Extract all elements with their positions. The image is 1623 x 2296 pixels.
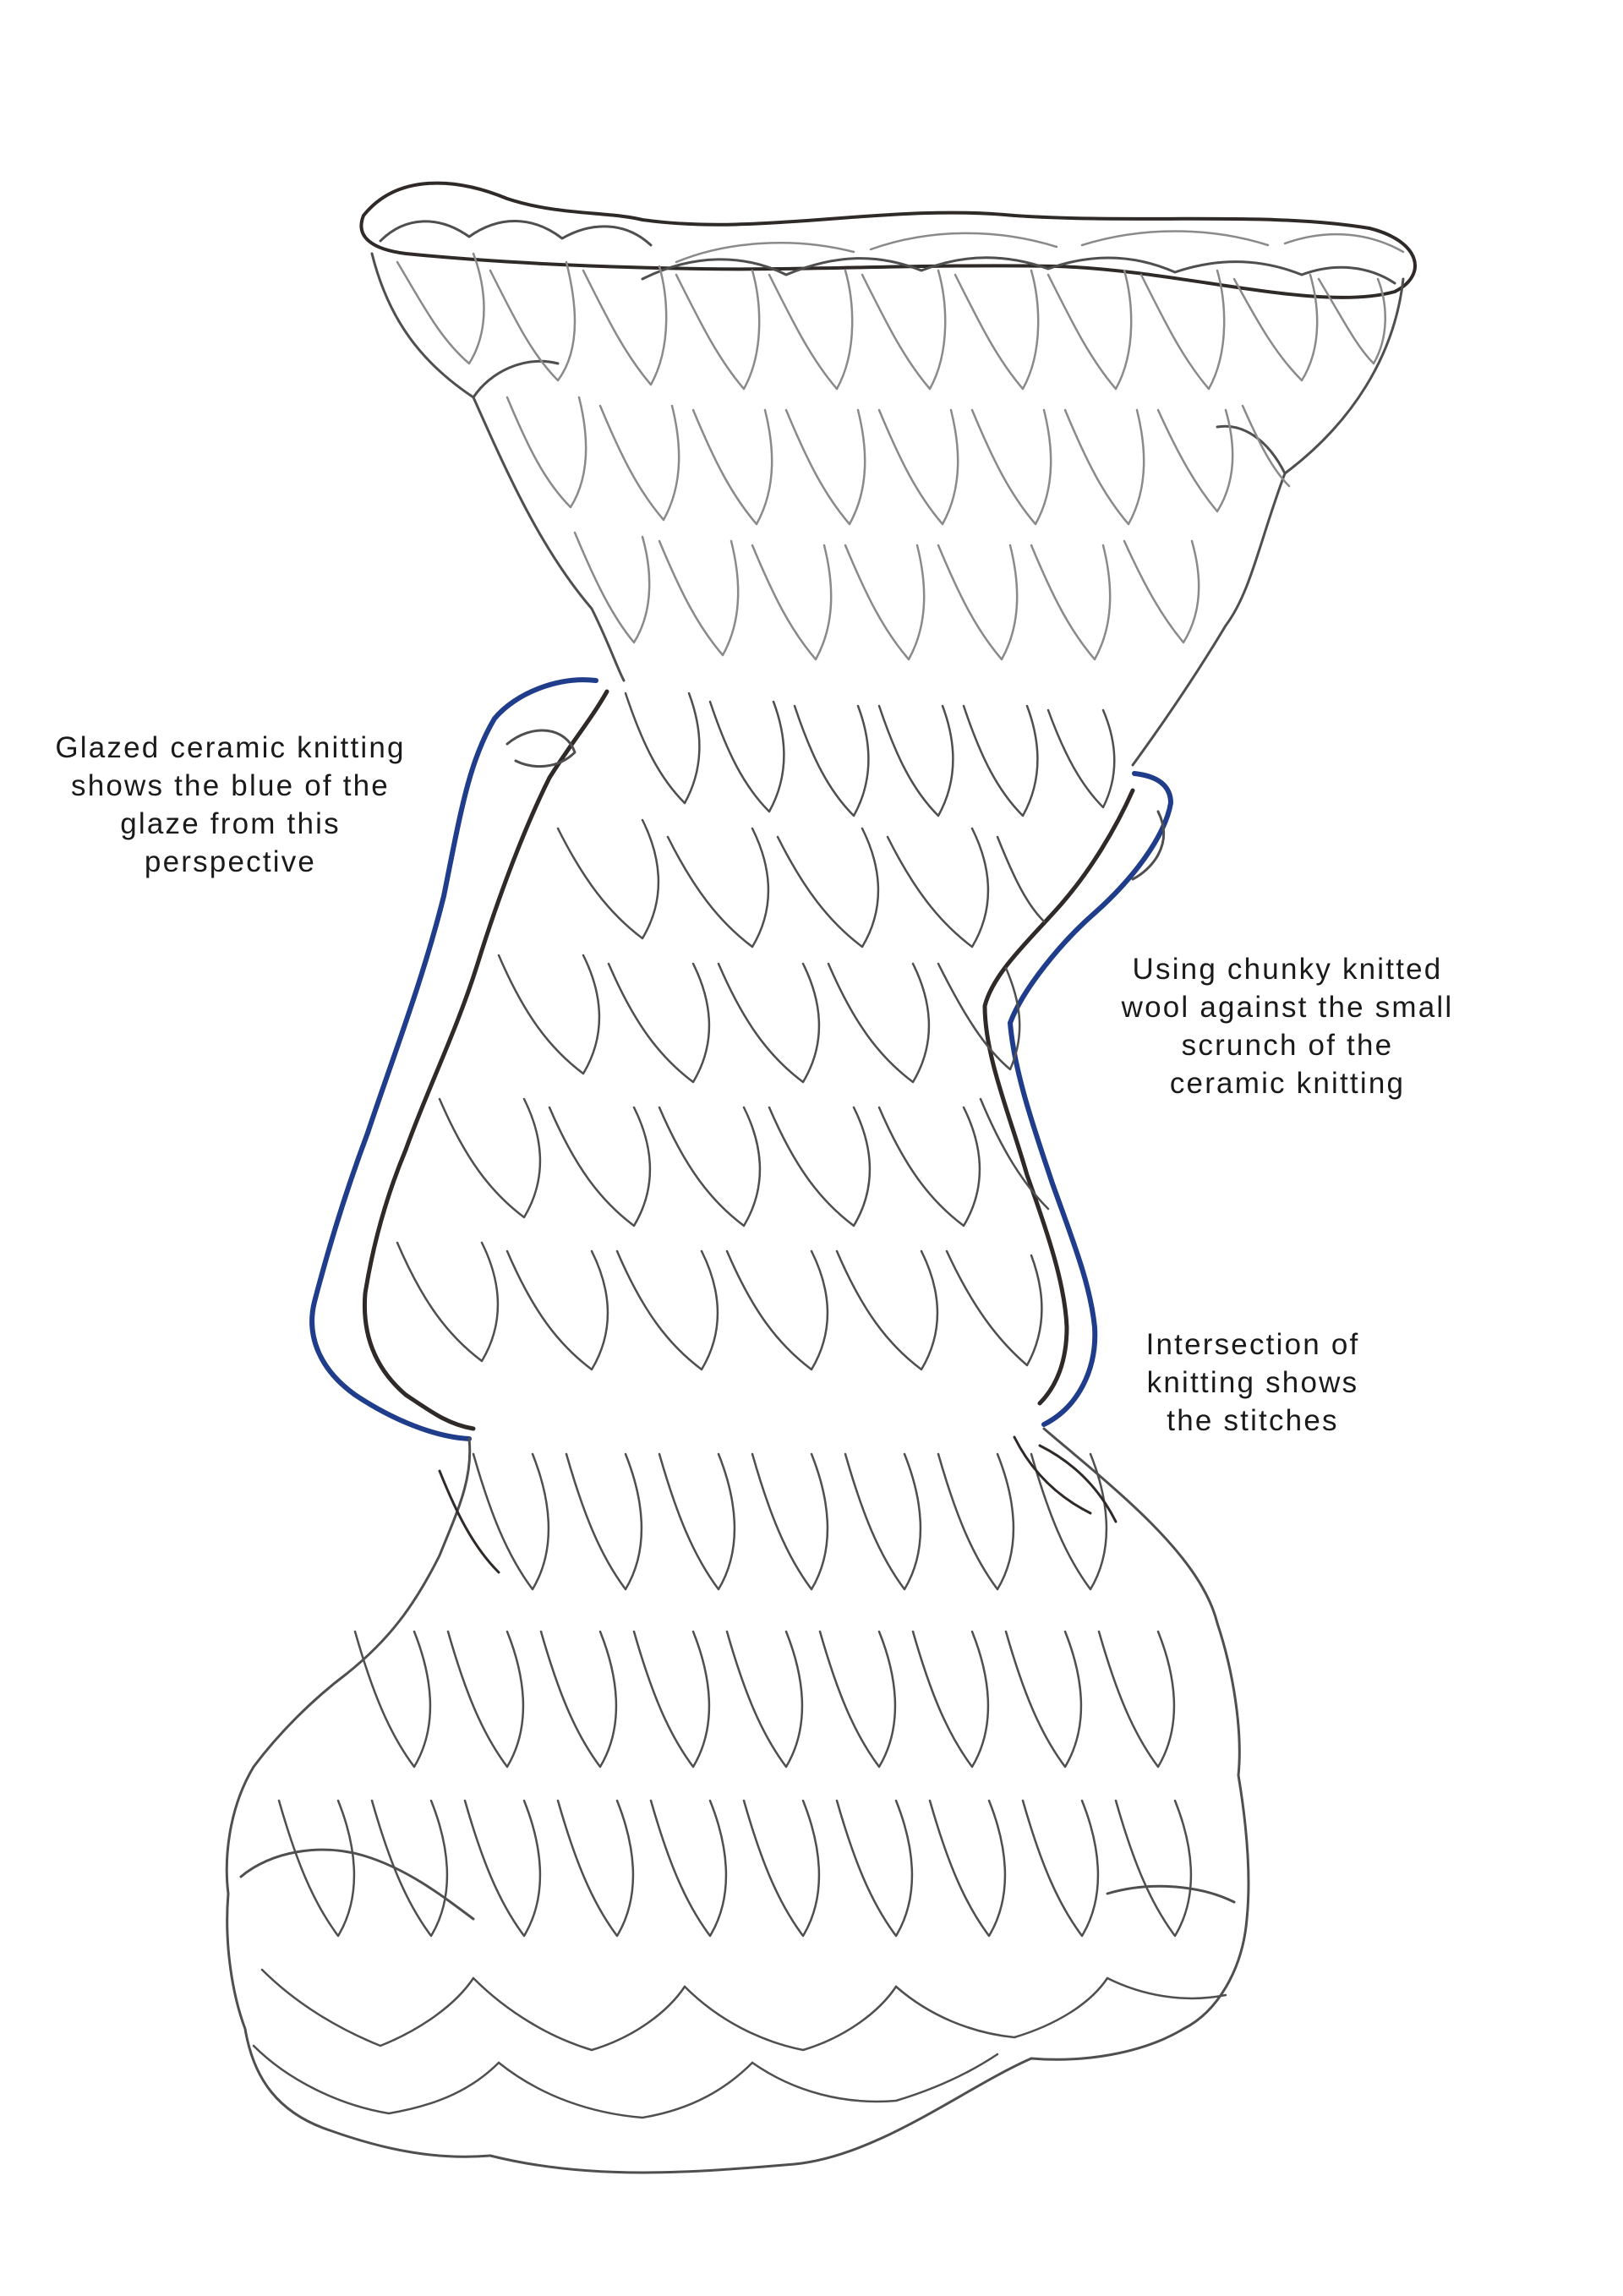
knit-stitches-lower: [252, 1452, 1227, 2119]
vessel-lower-body: [225, 1427, 1250, 2174]
knit-stitches-upper: [396, 252, 1386, 661]
annotation-chunky-wool: Using chunky knitted wool against the sm…: [1121, 953, 1454, 1100]
intersection-stitches: [438, 1435, 1118, 1574]
glaze-outline-left: [309, 677, 609, 1441]
vessel-rim: [359, 181, 1417, 299]
glaze-outline-right: [982, 771, 1174, 1427]
annotation-glaze: Glazed ceramic knitting shows the blue o…: [55, 731, 406, 878]
knit-stitches-middle: [396, 692, 1116, 1371]
annotation-intersection: Intersection of knitting shows the stitc…: [1145, 1328, 1360, 1437]
vessel-upper-body: [370, 252, 1405, 767]
